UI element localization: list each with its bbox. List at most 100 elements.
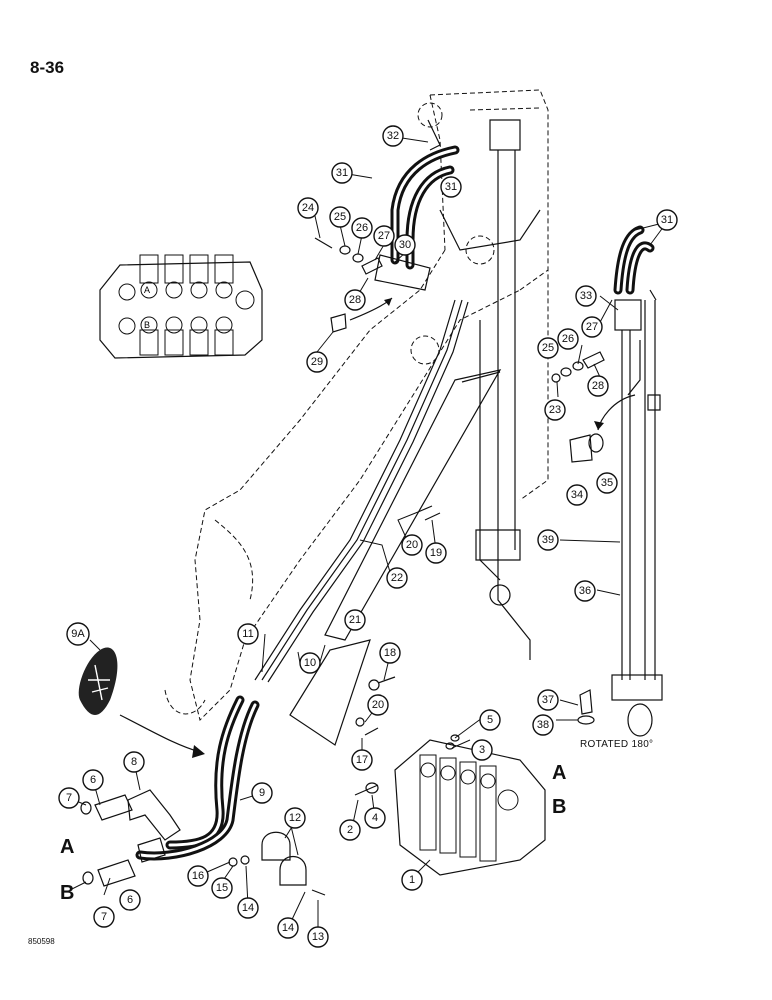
callout-26b: 26 <box>557 328 579 350</box>
callout-7b: 7 <box>93 906 115 928</box>
svg-text:31: 31 <box>661 214 673 226</box>
svg-text:27: 27 <box>586 321 598 333</box>
rotated-note: ROTATED 180° <box>580 739 654 750</box>
callout-19: 19 <box>425 542 447 564</box>
svg-text:6: 6 <box>90 774 96 786</box>
svg-text:31: 31 <box>336 167 348 179</box>
callout-31b: 31 <box>440 176 462 198</box>
callout-1: 1 <box>401 869 423 891</box>
callout-7a: 7 <box>58 787 80 809</box>
svg-text:18: 18 <box>384 647 396 659</box>
fitting-hardware-upper <box>314 237 393 333</box>
svg-text:2: 2 <box>347 824 353 836</box>
hose-clamps <box>228 831 326 896</box>
callout-12: 12 <box>284 807 306 829</box>
callout-18: 18 <box>379 642 401 664</box>
inset-port-b: B <box>144 320 150 330</box>
cylinder-assembly-right <box>594 225 663 737</box>
callout-14b: 14 <box>277 917 299 939</box>
callout-31a: 31 <box>331 162 353 184</box>
port-label-b-left: B <box>60 882 75 904</box>
svg-text:19: 19 <box>430 547 442 559</box>
boom-tubes <box>254 299 469 683</box>
svg-text:30: 30 <box>399 239 411 251</box>
svg-text:35: 35 <box>601 477 613 489</box>
svg-text:25: 25 <box>542 342 554 354</box>
callout-14a: 14 <box>237 897 259 919</box>
svg-text:14: 14 <box>282 922 294 934</box>
svg-text:34: 34 <box>571 489 583 501</box>
svg-text:1: 1 <box>409 874 415 886</box>
svg-text:28: 28 <box>592 380 604 392</box>
inset-port-a: A <box>144 285 150 295</box>
lower-hoses <box>135 695 260 861</box>
svg-text:16: 16 <box>192 870 204 882</box>
callout-9: 9 <box>251 782 273 804</box>
boom-outline <box>164 89 549 721</box>
callout-8: 8 <box>123 751 145 773</box>
callout-21: 21 <box>344 609 366 631</box>
svg-text:11: 11 <box>242 628 253 640</box>
callout-9a: 9A <box>66 622 90 646</box>
callout-34: 34 <box>566 484 588 506</box>
callout-6a: 6 <box>82 769 104 791</box>
svg-text:6: 6 <box>127 894 133 906</box>
svg-text:21: 21 <box>349 614 361 626</box>
callout-39: 39 <box>537 529 559 551</box>
svg-text:7: 7 <box>101 911 107 923</box>
callout-11: 11 <box>237 623 259 645</box>
svg-text:13: 13 <box>312 931 324 943</box>
svg-text:31: 31 <box>445 181 457 193</box>
callout-38: 38 <box>532 714 554 736</box>
callout-10: 10 <box>299 652 321 674</box>
drawing-code: 850598 <box>28 937 55 946</box>
callout-28b: 28 <box>587 375 609 397</box>
callout-2: 2 <box>339 819 361 841</box>
svg-text:8: 8 <box>131 756 137 768</box>
callout-30: 30 <box>394 234 416 256</box>
callout-22: 22 <box>386 567 408 589</box>
port-label-b-valve: B <box>552 796 567 818</box>
svg-text:9: 9 <box>259 787 265 799</box>
svg-text:24: 24 <box>302 202 314 214</box>
svg-text:29: 29 <box>311 356 323 368</box>
callout-25b: 25 <box>537 337 559 359</box>
callout-17: 17 <box>351 749 373 771</box>
svg-text:39: 39 <box>542 534 554 546</box>
svg-text:15: 15 <box>216 882 228 894</box>
callout-5: 5 <box>479 709 501 731</box>
callout-36: 36 <box>574 580 596 602</box>
fitting-hardware-right <box>551 351 605 725</box>
callout-29: 29 <box>306 351 328 373</box>
svg-text:25: 25 <box>334 211 346 223</box>
callout-32: 32 <box>382 125 404 147</box>
page-number: 8-36 <box>30 58 65 77</box>
callout-35: 35 <box>596 472 618 494</box>
svg-text:20: 20 <box>372 699 384 711</box>
svg-text:26: 26 <box>356 222 368 234</box>
callout-3: 3 <box>471 739 493 761</box>
port-label-a-left: A <box>60 836 75 858</box>
arm-frame <box>439 119 541 660</box>
svg-text:5: 5 <box>487 714 493 726</box>
callout-15: 15 <box>211 877 233 899</box>
callout-13: 13 <box>307 926 329 948</box>
svg-text:36: 36 <box>579 585 591 597</box>
svg-text:14: 14 <box>242 902 254 914</box>
tube-guard <box>289 369 502 746</box>
svg-text:9A: 9A <box>71 628 85 640</box>
svg-text:3: 3 <box>479 744 485 756</box>
fitting-hardware-middle <box>355 505 441 736</box>
svg-text:28: 28 <box>349 294 361 306</box>
svg-text:23: 23 <box>549 404 561 416</box>
svg-text:10: 10 <box>304 657 316 669</box>
callout-6b: 6 <box>119 889 141 911</box>
svg-text:38: 38 <box>537 719 549 731</box>
callout-28a: 28 <box>344 289 366 311</box>
callout-27a: 27 <box>373 225 395 247</box>
callout-31c: 31 <box>656 209 678 231</box>
callout-25a: 25 <box>329 206 351 228</box>
boom-hoses-upper <box>374 119 460 291</box>
callout-24: 24 <box>297 197 319 219</box>
